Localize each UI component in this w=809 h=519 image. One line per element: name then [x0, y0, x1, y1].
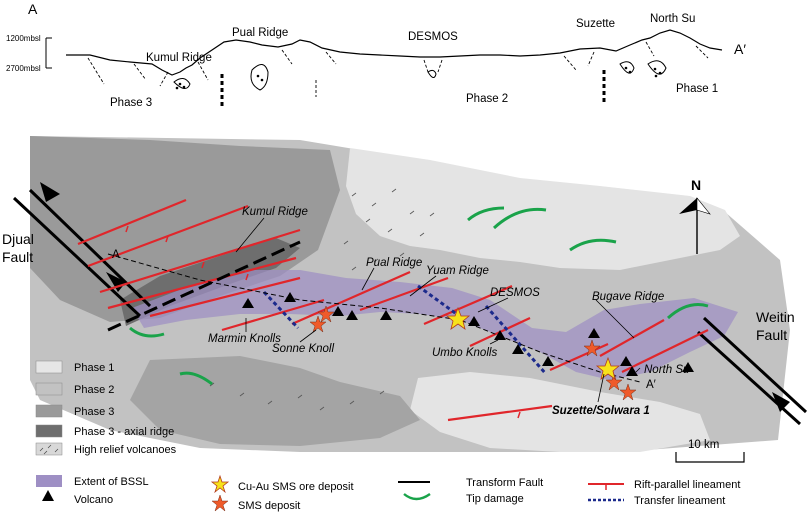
marmin-knolls-label: Marmin Knolls — [208, 333, 281, 345]
sonne-knoll-label: Sonne Knoll — [272, 343, 334, 355]
map-section-end: A′ — [646, 379, 656, 391]
legend-swatch-bssl — [36, 475, 62, 487]
section-line — [107, 253, 641, 383]
profile-ridge-labels: Kumul Ridge Pual Ridge DESMOS Suzette No… — [146, 13, 695, 64]
legend-phase1-label: Phase 1 — [74, 362, 114, 374]
pual-ridge-label: Pual Ridge — [366, 257, 422, 269]
profile-phase1-label: Phase 1 — [676, 83, 718, 95]
legend-volcano-label: Volcano — [74, 494, 113, 506]
legend-tip-label: Tip damage — [466, 493, 524, 505]
geologic-map: Djual Fault Weitin Fault A A′ Kumul Ridg… — [2, 136, 808, 463]
legend-transfer-label: Transfer lineament — [634, 495, 725, 507]
map-section-start: A — [112, 249, 120, 261]
desmos-label: DESMOS — [490, 287, 540, 299]
depth-scale — [45, 37, 52, 69]
suzette-solwara-label: Suzette/Solwara 1 — [552, 405, 650, 417]
rift-lineament-ticks — [125, 225, 521, 419]
weitin-fault-label-1: Weitin — [756, 309, 795, 325]
scale-bar — [675, 452, 745, 463]
legend-sms-star-icon — [211, 494, 229, 512]
depth-bottom-label: 2700mbsl — [6, 64, 41, 73]
profile-phase3-label: Phase 3 — [110, 97, 152, 109]
cross-section-profile: A A′ 1200mbsl 2700mbsl — [6, 1, 746, 109]
legend-transform-label: Transform Fault — [466, 477, 543, 489]
phase-boundaries — [220, 70, 606, 106]
legend-sms-label: SMS deposit — [238, 500, 300, 512]
legend-axial-label: Phase 3 - axial ridge — [74, 426, 174, 438]
legend-phase3-label: Phase 3 — [74, 406, 114, 418]
legend-tip-damage-icon — [403, 493, 431, 501]
legend-volcanoes-label: High relief volcanoes — [74, 444, 177, 456]
north-su-label: North Su — [644, 364, 690, 376]
volcano-markers — [242, 292, 694, 376]
legend-phase2-label: Phase 2 — [74, 384, 114, 396]
profile-pual-label: Pual Ridge — [232, 27, 288, 39]
legend-swatch-phase2 — [35, 382, 63, 396]
yuam-ridge-label: Yuam Ridge — [426, 265, 489, 277]
tip-damage-arcs — [129, 206, 709, 386]
legend-volcano-icon — [42, 490, 54, 501]
north-arrow-icon — [679, 197, 711, 254]
legend-swatch-volcanoes — [35, 442, 63, 456]
djual-fault-label-2: Fault — [2, 249, 33, 265]
leader-lines — [235, 217, 641, 403]
fault-arrows — [40, 182, 790, 412]
axial-ridge-dashed — [107, 240, 301, 332]
seafloor-profile-line — [66, 29, 723, 76]
transfer-lineaments — [262, 284, 548, 375]
legend: Phase 1 Phase 2 Phase 3 Phase 3 - axial … — [35, 360, 740, 512]
djual-fault-label-1: Djual — [2, 231, 34, 247]
umbo-knolls-label: Umbo Knolls — [432, 347, 497, 359]
legend-ore-star-icon — [210, 474, 230, 494]
north-label: N — [691, 177, 701, 193]
map-phase1-south — [410, 372, 710, 452]
profile-desmos-label: DESMOS — [408, 31, 458, 43]
legend-swatch-phase1 — [35, 360, 63, 374]
profile-northsu-label: North Su — [650, 13, 695, 25]
legend-bssl-label: Extent of BSSL — [74, 476, 149, 488]
sms-deposit-stars — [309, 305, 637, 401]
high-relief-volcano-marks — [209, 188, 435, 411]
legend-swatch-axial — [35, 424, 63, 438]
magma-bodies — [173, 60, 667, 91]
profile-dashed-faults — [87, 41, 709, 97]
weitin-fault-label-2: Fault — [756, 327, 787, 343]
profile-phase2-label: Phase 2 — [466, 93, 508, 105]
magma-dots — [175, 66, 662, 90]
scale-label: 10 km — [688, 439, 719, 451]
profile-suzette-label: Suzette — [576, 18, 615, 30]
legend-volcano-hatch — [39, 444, 59, 455]
profile-end-label: A′ — [734, 41, 746, 57]
depth-top-label: 1200mbsl — [6, 34, 41, 43]
profile-start-label: A — [28, 1, 38, 17]
legend-rift-label: Rift-parallel lineament — [634, 479, 740, 491]
bugave-ridge-label: Bugave Ridge — [592, 291, 664, 303]
legend-ore-label: Cu-Au SMS ore deposit — [238, 481, 354, 493]
kumul-ridge-label: Kumul Ridge — [242, 206, 308, 218]
profile-kumul-label: Kumul Ridge — [146, 52, 212, 64]
legend-swatch-phase3 — [35, 404, 63, 418]
ore-deposit-stars — [445, 306, 621, 380]
